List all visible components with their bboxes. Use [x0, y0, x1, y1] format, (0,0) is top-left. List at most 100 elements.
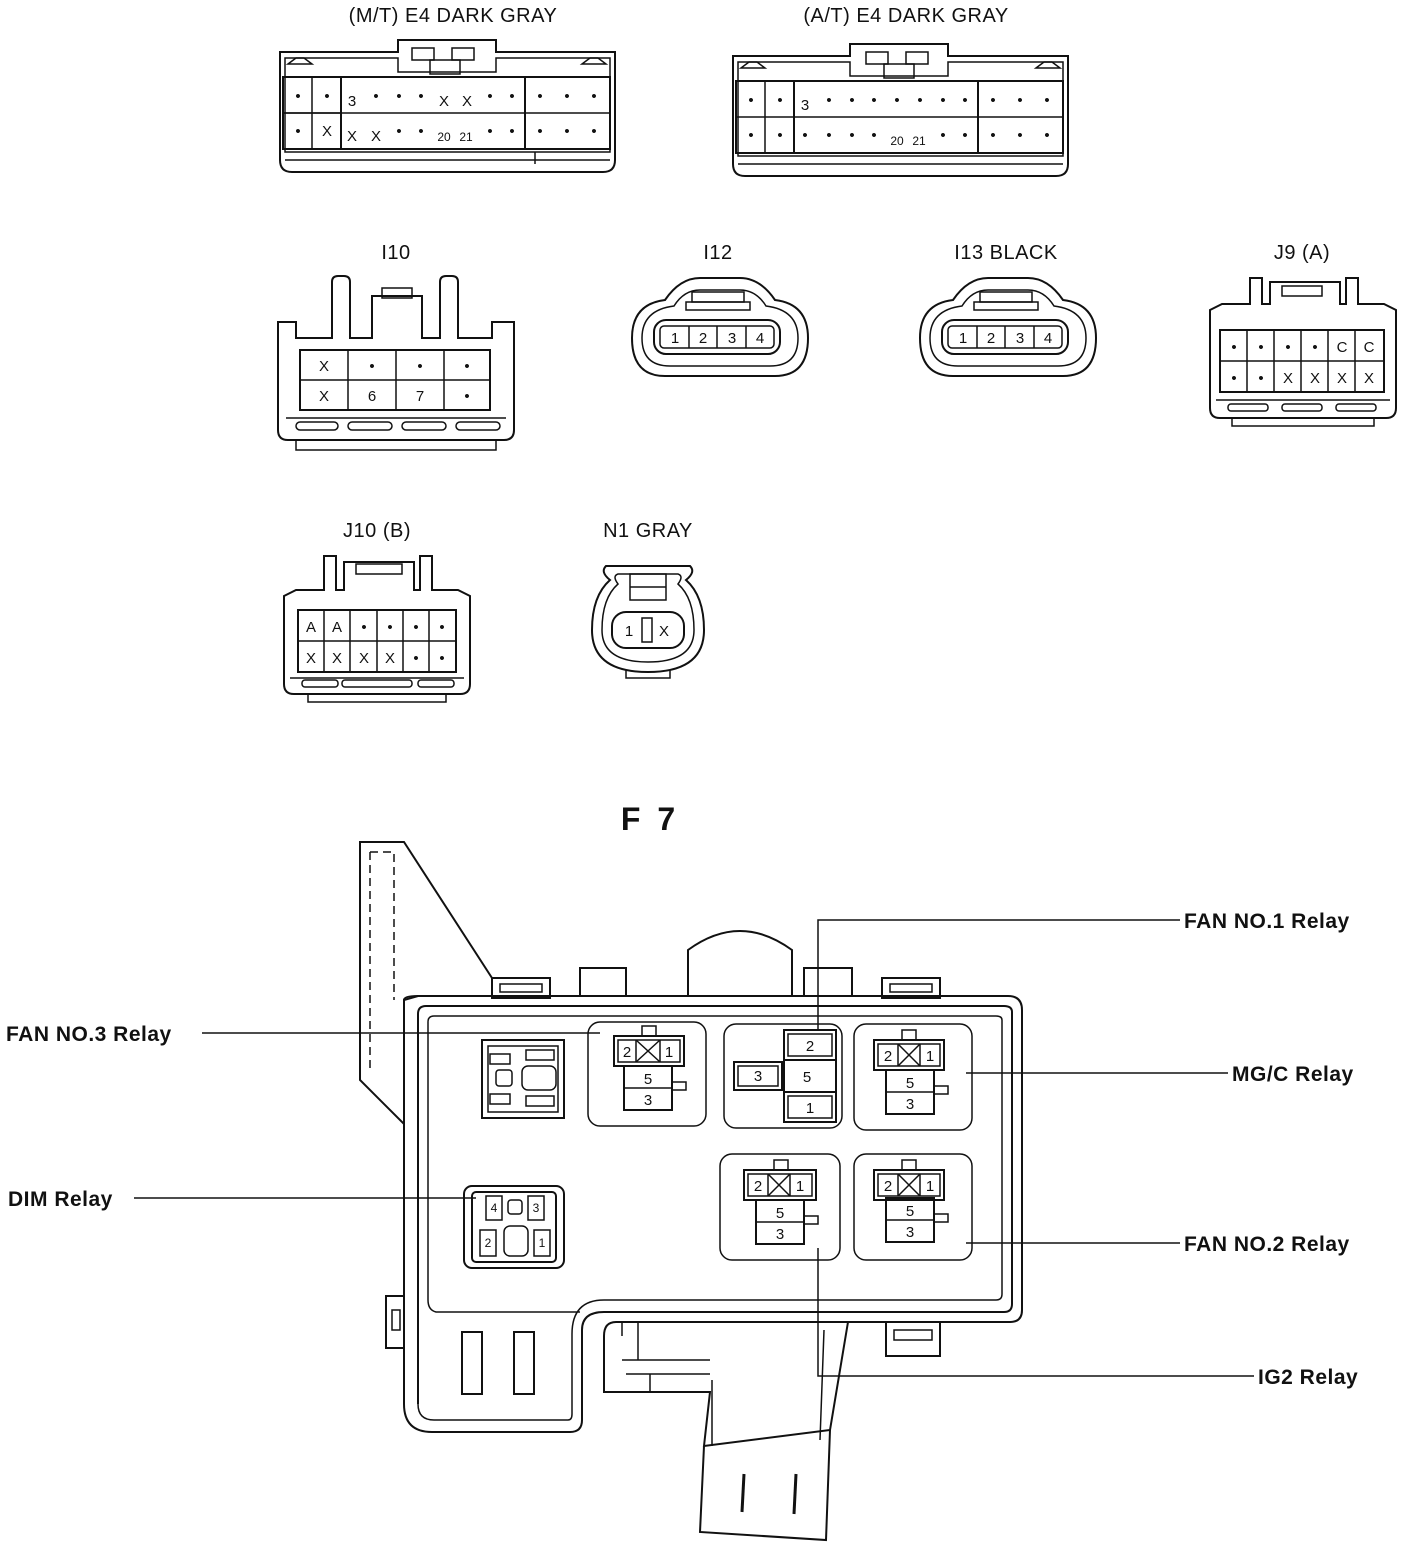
pin: 1: [806, 1100, 814, 1117]
label-fan-no2-relay: FAN NO.2 Relay: [1184, 1233, 1350, 1256]
pin: •: [871, 127, 876, 144]
pin: •: [537, 123, 542, 140]
pin: X: [1337, 370, 1347, 387]
pin: •: [295, 123, 300, 140]
label-fan-no1-relay: FAN NO.1 Relay: [1184, 910, 1350, 933]
pin: 3: [906, 1224, 914, 1241]
pin: •: [826, 92, 831, 109]
pin: •: [990, 127, 995, 144]
pin: 5: [906, 1075, 914, 1092]
pin: X: [332, 650, 342, 667]
label-fan-no3-relay: FAN NO.3 Relay: [6, 1023, 172, 1046]
pin: 3: [776, 1226, 784, 1243]
connector-j10-title: J10 (B): [343, 520, 411, 542]
pin: X: [306, 650, 316, 667]
relay-block-f7: F 7: [6, 801, 1358, 1542]
connector-e4-mt: (M/T) E4 DARK GRAY • • 3 • • • X X • • •…: [279, 5, 616, 173]
connector-e4-at-title: (A/T) E4 DARK GRAY: [803, 5, 1008, 27]
pin: 2: [806, 1038, 814, 1055]
e4-mt-row1: • • 3 • • • X X • • • • •: [295, 88, 596, 110]
pin: 2: [884, 1048, 892, 1065]
pin: •: [537, 88, 542, 105]
ig2-relay: 2 1 5 3: [743, 1159, 819, 1245]
connector-i13-title: I13 BLACK: [954, 242, 1058, 264]
fan-no1-relay: 2 5 3 1: [733, 1029, 837, 1123]
pin: 2: [623, 1044, 631, 1061]
pin: •: [777, 92, 782, 109]
pin: •: [487, 88, 492, 105]
pin: 3: [728, 330, 736, 347]
pin: •: [1017, 92, 1022, 109]
label-dim-relay: DIM Relay: [8, 1188, 113, 1211]
pin: •: [1258, 370, 1263, 387]
pin: •: [324, 88, 329, 105]
pin: •: [1285, 339, 1290, 356]
pin: •: [396, 123, 401, 140]
pin: 7: [416, 388, 424, 405]
pin: 5: [776, 1205, 784, 1222]
pin: 2: [884, 1178, 892, 1195]
pin: •: [849, 127, 854, 144]
pin: •: [591, 88, 596, 105]
pin: 1: [959, 330, 967, 347]
fan-no3-relay: 2 1 5 3: [613, 1025, 687, 1111]
pin: •: [509, 88, 514, 105]
connector-i12: I12 1 2 3 4: [630, 242, 810, 377]
pin: X: [359, 650, 369, 667]
connector-i10-title: I10: [381, 242, 410, 264]
connector-i13: I13 BLACK 1 2 3 4: [918, 242, 1098, 377]
relay-block-title: F 7: [621, 801, 679, 837]
pin: •: [962, 92, 967, 109]
pin: •: [990, 92, 995, 109]
pin: •: [396, 88, 401, 105]
pin: •: [962, 127, 967, 144]
pin: •: [413, 619, 418, 636]
pin: 3: [644, 1092, 652, 1109]
pin: X: [319, 358, 329, 375]
pin: •: [1044, 92, 1049, 109]
pin: A: [306, 619, 316, 636]
pin: 4: [1044, 330, 1052, 347]
pin: •: [373, 88, 378, 105]
mgc-relay: 2 1 5 3: [873, 1029, 949, 1115]
pin: 3: [801, 97, 809, 114]
pin: 1: [671, 330, 679, 347]
pin: X: [1283, 370, 1293, 387]
pin: 1: [796, 1178, 804, 1195]
connector-e4-mt-title: (M/T) E4 DARK GRAY: [349, 5, 558, 27]
pin: X: [1310, 370, 1320, 387]
pin: X: [322, 123, 332, 140]
pin: X: [347, 128, 357, 145]
pin: •: [748, 92, 753, 109]
pin: 3: [533, 1201, 540, 1215]
pin: X: [319, 388, 329, 405]
pin: 6: [368, 388, 376, 405]
connector-j9: J9 (A) • • • • C C • • X X X X: [1209, 242, 1397, 427]
pin: •: [418, 123, 423, 140]
pin: 2: [987, 330, 995, 347]
pin: 5: [803, 1069, 811, 1086]
pin: •: [439, 650, 444, 667]
pin: •: [361, 619, 366, 636]
pin: 5: [906, 1203, 914, 1220]
pin: •: [369, 358, 374, 375]
connector-n1: N1 GRAY 1 X: [590, 520, 706, 679]
pin: •: [826, 127, 831, 144]
pin: •: [940, 127, 945, 144]
pin: 1: [926, 1048, 934, 1065]
pin: 1: [539, 1236, 546, 1250]
pin: •: [1231, 370, 1236, 387]
pin: 2: [754, 1178, 762, 1195]
connector-j9-title: J9 (A): [1274, 242, 1330, 264]
pin: X: [1364, 370, 1374, 387]
pin: •: [917, 92, 922, 109]
pin: X: [385, 650, 395, 667]
pin: 2: [699, 330, 707, 347]
pin: •: [1044, 127, 1049, 144]
pin: •: [777, 127, 782, 144]
pin: 1: [926, 1178, 934, 1195]
pin: •: [413, 650, 418, 667]
pin: •: [871, 92, 876, 109]
connector-i10: I10 X • • • X 6 7 •: [277, 242, 515, 451]
pin: •: [439, 619, 444, 636]
